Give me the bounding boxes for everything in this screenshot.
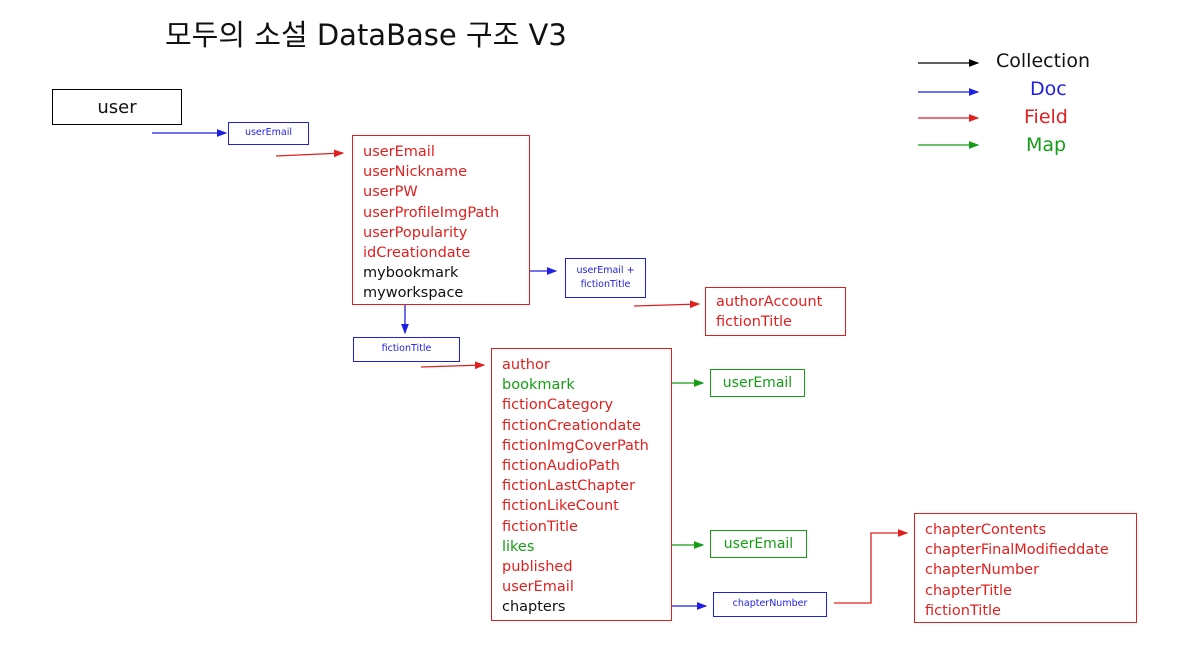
fictiontitle-doc-box: fictionTitle: [353, 337, 460, 362]
field-useremail-fiction: userEmail: [502, 579, 574, 596]
field-myworkspace: myworkspace: [363, 285, 464, 302]
useremail-doc-label: userEmail: [244, 127, 293, 139]
bookmark-map-box: userEmail: [710, 369, 805, 397]
field-published: published: [502, 559, 573, 576]
field-fictionlastchapter: fictionLastChapter: [502, 478, 636, 495]
field-fictiontitle: fictionTitle: [502, 518, 578, 535]
field-fictioncreationdate: fictionCreationdate: [502, 417, 641, 434]
legend: Collection Doc Field Map: [992, 47, 1090, 159]
arrow-fictiontitle-to-fields: [420, 361, 486, 370]
field-fictionaudiopath: fictionAudioPath: [502, 458, 620, 475]
arrow-useremail-to-fields: [275, 149, 345, 158]
legend-map: Map: [1026, 134, 1067, 156]
field-chapterfinalmodifieddate: chapterFinalModifieddate: [925, 542, 1109, 559]
arrow-chapterdoc-to-fields: [834, 529, 909, 604]
field-fictionimgcoverpath: fictionImgCoverPath: [502, 437, 649, 454]
field-userpw: userPW: [363, 184, 418, 201]
bookmark-doc-label-1: userEmail +: [576, 264, 635, 276]
likes-map-label: userEmail: [723, 536, 794, 552]
bookmark-doc-box: userEmail + fictionTitle: [565, 258, 646, 298]
useremail-doc-box: userEmail: [228, 122, 309, 145]
field-useremail: userEmail: [363, 144, 435, 160]
chapternumber-doc-label: chapterNumber: [732, 598, 808, 610]
likes-map-box: userEmail: [710, 530, 807, 558]
field-bookmark: bookmark: [502, 377, 575, 394]
bookmark-fields-box: authorAccount fictionTitle: [705, 287, 846, 336]
field-chaptercontents: chapterContents: [925, 522, 1047, 538]
field-likes: likes: [502, 538, 535, 555]
field-fictiontitle-chapter: fictionTitle: [925, 602, 1001, 619]
field-usernickname: userNickname: [363, 164, 467, 181]
user-fields-box: userEmail userNickname userPW userProfil…: [352, 135, 530, 305]
field-mybookmark: mybookmark: [363, 265, 459, 282]
field-userpopularity: userPopularity: [363, 224, 468, 241]
field-fictioncategory: fictionCategory: [502, 397, 614, 414]
arrow-bookmarkdoc-to-fields: [633, 300, 701, 309]
fictiontitle-doc-label: fictionTitle: [381, 343, 432, 355]
legend-field: Field: [1024, 106, 1068, 128]
field-fictionlikecount: fictionLikeCount: [502, 498, 619, 515]
field-authoraccount: authorAccount: [716, 294, 823, 310]
legend-collection: Collection: [996, 50, 1090, 72]
field-idcreationdate: idCreationdate: [363, 245, 471, 262]
field-author: author: [502, 357, 550, 373]
user-collection-box: user: [52, 89, 182, 125]
user-collection-label: user: [97, 96, 137, 118]
field-fictiontitle-bookmark: fictionTitle: [716, 314, 792, 331]
field-chapternumber: chapterNumber: [925, 562, 1040, 579]
field-chaptertitle: chapterTitle: [925, 582, 1012, 599]
field-chapters: chapters: [502, 599, 566, 616]
bookmark-doc-label-2: fictionTitle: [580, 279, 631, 290]
diagram-title: 모두의 소설 DataBase 구조 V3: [165, 18, 567, 52]
legend-doc: Doc: [1030, 78, 1067, 100]
fiction-fields-box: author bookmark fictionCategory fictionC…: [491, 348, 672, 621]
chapternumber-doc-box: chapterNumber: [713, 592, 827, 617]
chapter-fields-box: chapterContents chapterFinalModifieddate…: [914, 513, 1137, 623]
bookmark-map-label: userEmail: [722, 375, 793, 391]
field-userprofileimgpath: userProfileImgPath: [363, 204, 500, 221]
